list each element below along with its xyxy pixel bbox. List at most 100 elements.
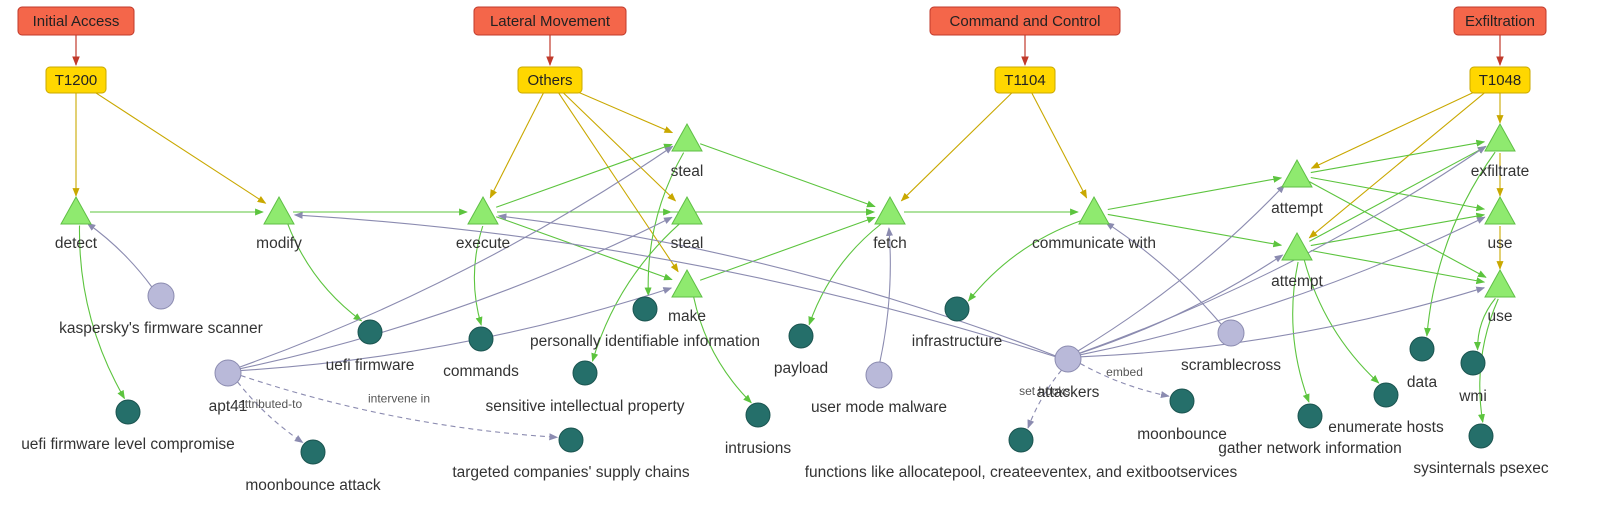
action-node-communicate-with [1078,195,1110,225]
entity-label: personally identifiable information [530,333,760,350]
edge-attackers-to-moonbounce [1079,363,1170,399]
label-layer: attributed-to intervene in set hooks embed I… [21,13,1549,494]
actor-node-apt41 [214,359,242,387]
edge-fetch-to-payload [808,222,883,326]
edge-label-embed: embed [1106,365,1143,379]
action-label: exfiltrate [1471,163,1530,180]
actor-label: user mode malware [811,399,947,416]
action-node-steal [671,195,703,225]
action-node-attempt [1281,158,1313,188]
action-label: detect [55,235,98,252]
action-label: make [668,308,706,325]
edge-attackers-to-attempt [1077,184,1286,352]
edge-others-to-steal [558,88,677,202]
actor-node-attackers [1054,345,1082,373]
actor-node-scramblecross [1217,319,1245,347]
edge-communicate-with-to-attempt [1107,175,1283,211]
tactic-label: Initial Access [33,13,120,30]
entity-node-functions-like-allocatepool-createeventex-and-exitbootservices [1008,427,1034,453]
entity-node-uefi-firmware [357,319,383,345]
entity-node-personally-identifiable-information [632,296,658,322]
action-node-execute [467,195,499,225]
technique-label: T1200 [55,72,98,89]
action-node-use [1484,268,1516,298]
actor-label: attackers [1037,384,1100,401]
entity-label: commands [443,363,519,380]
action-node-fetch [874,195,906,225]
action-label: communicate with [1032,235,1156,252]
entity-label: enumerate hosts [1328,419,1444,436]
tactic-node-initial-access [17,6,135,36]
edge-attempt-to-enumerate-hosts [1303,259,1380,384]
entity-node-sensitive-intellectual-property [572,360,598,386]
entity-label: intrusions [725,440,792,457]
actor-label: scramblecross [1181,357,1281,374]
technique-label: T1104 [1004,72,1045,89]
entity-node-targeted-companies-supply-chains [558,427,584,453]
edge-attempt-to-exfiltrate [1309,146,1487,242]
entity-label: data [1407,374,1438,391]
tactic-node-lateral-movement [473,6,627,36]
action-label: attempt [1271,273,1323,290]
edge-t1104-to-communicate-with [1030,91,1088,199]
edge-attackers-to-execute [497,213,1056,357]
entity-node-gather-network-information [1297,403,1323,429]
entity-node-uefi-firmware-level-compromise [115,399,141,425]
edge-modify-to-uefi-firmware [286,222,363,322]
edge-execute-to-steal [495,143,673,208]
entity-node-data [1409,336,1435,362]
entity-label: uefi firmware level compromise [21,436,235,453]
edge-exfiltrate-to-data [1424,151,1496,337]
entity-node-intrusions [745,402,771,428]
edge-detect-to-uefi-firmware-level-compromise [78,225,125,400]
technique-node-t1048 [1469,66,1531,94]
edge-make-to-intrusions [693,297,752,404]
edge-communicate-with-to-attempt [1107,213,1283,248]
edge-attempt-to-gather-network-information [1292,261,1310,403]
edge-others-to-steal [561,84,674,134]
edge-t1104-to-fetch [900,88,1017,202]
action-node-use [1484,195,1516,225]
edge-t1048-to-attempt [1308,87,1491,239]
edge-label-intervene-in: intervene in [368,391,430,405]
entity-label: sysinternals psexec [1413,460,1549,477]
edge-attempt-to-use [1310,212,1486,247]
action-node-exfiltrate [1484,122,1516,152]
edge-kaspersky-s-firmware-scanner-to-detect [86,222,153,288]
edge-apt41-to-steal [239,145,674,368]
technique-node-t1200 [45,66,107,94]
edge-attempt-to-use [1310,249,1486,285]
action-node-attempt [1281,231,1313,261]
edge-make-to-fetch [699,216,876,281]
edge-apt41-to-steal [240,216,673,370]
edge-attackers-to-modify [293,211,1056,358]
entity-label: functions like allocatepool, createevent… [805,464,1238,481]
tactic-label: Command and Control [950,13,1101,30]
edge-steal-to-personally-identifiable-information [644,152,685,297]
edge-label-set-hooks: set hooks [1019,384,1070,398]
action-node-detect [60,195,92,225]
entity-node-moonbounce [1169,388,1195,414]
technique-node-t1104 [994,66,1056,94]
action-label: fetch [873,235,907,252]
action-label: execute [456,235,510,252]
entity-label: payload [774,360,828,377]
entity-label: moonbounce attack [245,477,381,494]
entity-label: wmi [1458,388,1487,405]
entity-label: sensitive intellectual property [485,398,684,415]
edge-execute-to-commands [473,225,484,326]
actor-node-kaspersky-s-firmware-scanner [147,282,175,310]
actor-node-user-mode-malware [865,361,893,389]
action-label: modify [256,235,302,252]
edge-t1048-to-attempt [1310,85,1489,169]
node-layer [17,6,1547,465]
entity-node-enumerate-hosts [1373,382,1399,408]
tactic-node-command-and-control [929,6,1121,36]
entity-node-sysinternals-psexec [1468,423,1494,449]
edge-attackers-to-use [1080,216,1486,356]
technique-label: Others [527,72,572,89]
edge-label-attributed-to: attributed-to [238,397,302,411]
entity-label: moonbounce [1137,426,1227,443]
edge-communicate-with-to-infrastructure [967,219,1083,302]
